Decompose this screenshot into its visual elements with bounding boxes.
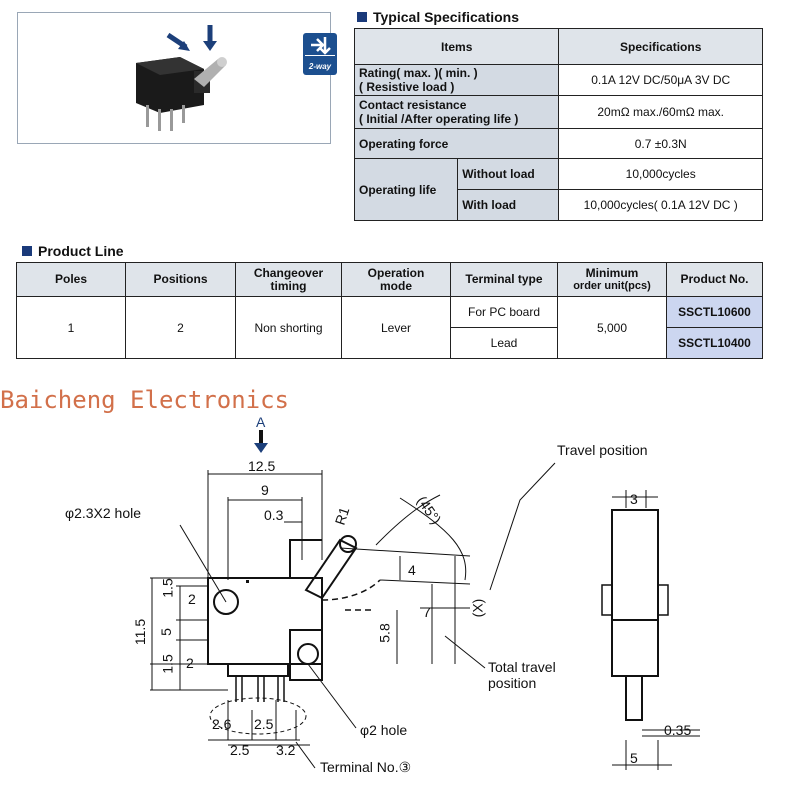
spec-contact-value: 20mΩ max./60mΩ max. bbox=[558, 95, 763, 129]
side-dim-5: 5 bbox=[630, 750, 638, 766]
pl-cell-terminal-b: Lead bbox=[450, 327, 558, 359]
dim-label-a: A bbox=[256, 414, 266, 430]
switch-photo bbox=[136, 25, 227, 131]
dimension-drawing bbox=[150, 430, 700, 770]
product-line-title: Product Line bbox=[22, 243, 124, 259]
section-square-icon bbox=[22, 246, 32, 256]
dim-12-5: 12.5 bbox=[248, 458, 276, 474]
hole-label-1: φ2.3X2 hole bbox=[65, 505, 142, 521]
specs-header-specs: Specifications bbox=[558, 28, 763, 65]
spec-life-label: Operating life bbox=[353, 158, 459, 221]
two-way-icon bbox=[305, 37, 335, 56]
pl-cell-operation: Lever bbox=[341, 296, 451, 359]
pl-cell-poles: 1 bbox=[16, 296, 126, 359]
dim-2-bottom: 2 bbox=[186, 655, 194, 671]
badge-label: 2-way bbox=[308, 62, 332, 71]
side-dim-0-35: 0.35 bbox=[664, 722, 692, 738]
section-square-icon bbox=[357, 12, 367, 22]
spec-force-value: 0.7 ±0.3N bbox=[558, 128, 763, 159]
travel-position-label: Travel position bbox=[557, 442, 648, 458]
arrow-a-icon bbox=[254, 443, 268, 453]
pl-header-positions: Positions bbox=[125, 262, 236, 297]
dim-2-5-lower: 2.5 bbox=[230, 742, 250, 758]
spec-life-without-value: 10,000cycles bbox=[558, 158, 763, 190]
total-travel-label: Total travel position bbox=[488, 659, 556, 691]
spec-life-without-label: Without load bbox=[457, 158, 560, 190]
hole-label-2: φ2 hole bbox=[360, 722, 408, 738]
dim-4: 4 bbox=[408, 562, 416, 578]
specs-title-text: Typical Specifications bbox=[373, 9, 520, 25]
dim-5-left: 5 bbox=[157, 628, 174, 636]
spec-life-with-value: 10,000cycles( 0.1A 12V DC ) bbox=[558, 189, 763, 221]
specs-table: Items Specifications Rating( max. )( min… bbox=[353, 28, 763, 221]
pl-cell-minimum: 5,000 bbox=[557, 296, 667, 359]
spec-contact-label: Contact resistance ( Initial /After oper… bbox=[353, 95, 560, 129]
pl-cell-product-a: SSCTL10600 bbox=[666, 296, 763, 328]
pl-cell-positions: 2 bbox=[125, 296, 236, 359]
dim-1-5-top: 1.5 bbox=[159, 578, 176, 598]
dim-x: (X) bbox=[469, 598, 486, 618]
product-photo-panel: 2-way bbox=[17, 12, 337, 144]
terminal-label: Terminal No.③ bbox=[320, 759, 412, 775]
dim-2-top: 2 bbox=[188, 591, 196, 607]
spec-life-with-label: With load bbox=[457, 189, 560, 221]
dim-0-3: 0.3 bbox=[264, 507, 284, 523]
spec-force-label: Operating force bbox=[353, 128, 560, 159]
dim-1-5-bottom: 1.5 bbox=[159, 654, 176, 674]
pl-cell-terminal-a: For PC board bbox=[450, 296, 558, 328]
dim-3-2: 3.2 bbox=[276, 742, 296, 758]
specs-title: Typical Specifications bbox=[357, 9, 519, 25]
dim-5-8: 5.8 bbox=[376, 623, 393, 643]
pl-cell-changeover: Non shorting bbox=[235, 296, 342, 359]
dim-2-6: 2.6 bbox=[212, 716, 232, 732]
product-line-title-text: Product Line bbox=[38, 243, 124, 259]
pl-header-terminal: Terminal type bbox=[450, 262, 558, 297]
pl-header-product-no: Product No. bbox=[666, 262, 763, 297]
two-way-badge: 2-way bbox=[303, 33, 337, 75]
dim-2-5-upper: 2.5 bbox=[254, 716, 274, 732]
spec-rating-label: Rating( max. )( min. ) ( Resistive load … bbox=[353, 64, 560, 96]
pl-header-poles: Poles bbox=[16, 262, 126, 297]
pl-cell-product-b: SSCTL10400 bbox=[666, 327, 763, 359]
dim-11-5: 11.5 bbox=[132, 618, 149, 646]
specs-header-items: Items bbox=[353, 28, 560, 65]
dim-7: 7 bbox=[423, 604, 431, 620]
dim-9: 9 bbox=[261, 482, 269, 498]
side-dim-3: 3 bbox=[630, 491, 638, 507]
watermark-text: Baicheng Electronics bbox=[0, 386, 289, 414]
spec-rating-value: 0.1A 12V DC/50μA 3V DC bbox=[558, 64, 763, 96]
